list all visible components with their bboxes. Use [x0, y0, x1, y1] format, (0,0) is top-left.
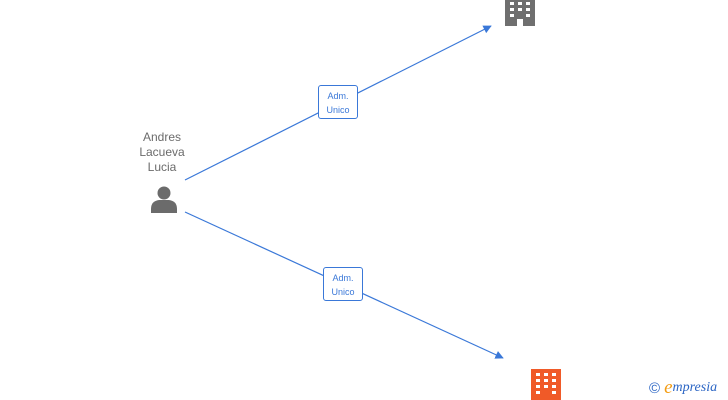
copyright-icon: ©: [649, 379, 661, 397]
person-name[interactable]: Andres Lacueva Lucia: [126, 130, 198, 175]
person-name-line: Andres: [142, 130, 182, 144]
brand-logo-initial: e: [664, 377, 673, 398]
edge-label-line: Unico: [331, 287, 355, 297]
building-icon[interactable]: [531, 369, 561, 400]
edge-label: Adm. Unico: [318, 85, 358, 119]
person-icon[interactable]: [151, 186, 177, 214]
edge-label: Adm. Unico: [323, 267, 363, 301]
person-name-line: Lucia: [147, 160, 177, 174]
brand-logo-text: mpresia: [672, 380, 718, 395]
edge-label-line: Adm.: [327, 91, 349, 101]
edge-label-line: Unico: [326, 105, 350, 115]
building-icon[interactable]: [505, 0, 535, 26]
person-name-line: Lacueva: [139, 145, 185, 159]
edge-label-line: Adm.: [332, 273, 354, 283]
brand-footer: © e mpresia: [649, 377, 718, 398]
